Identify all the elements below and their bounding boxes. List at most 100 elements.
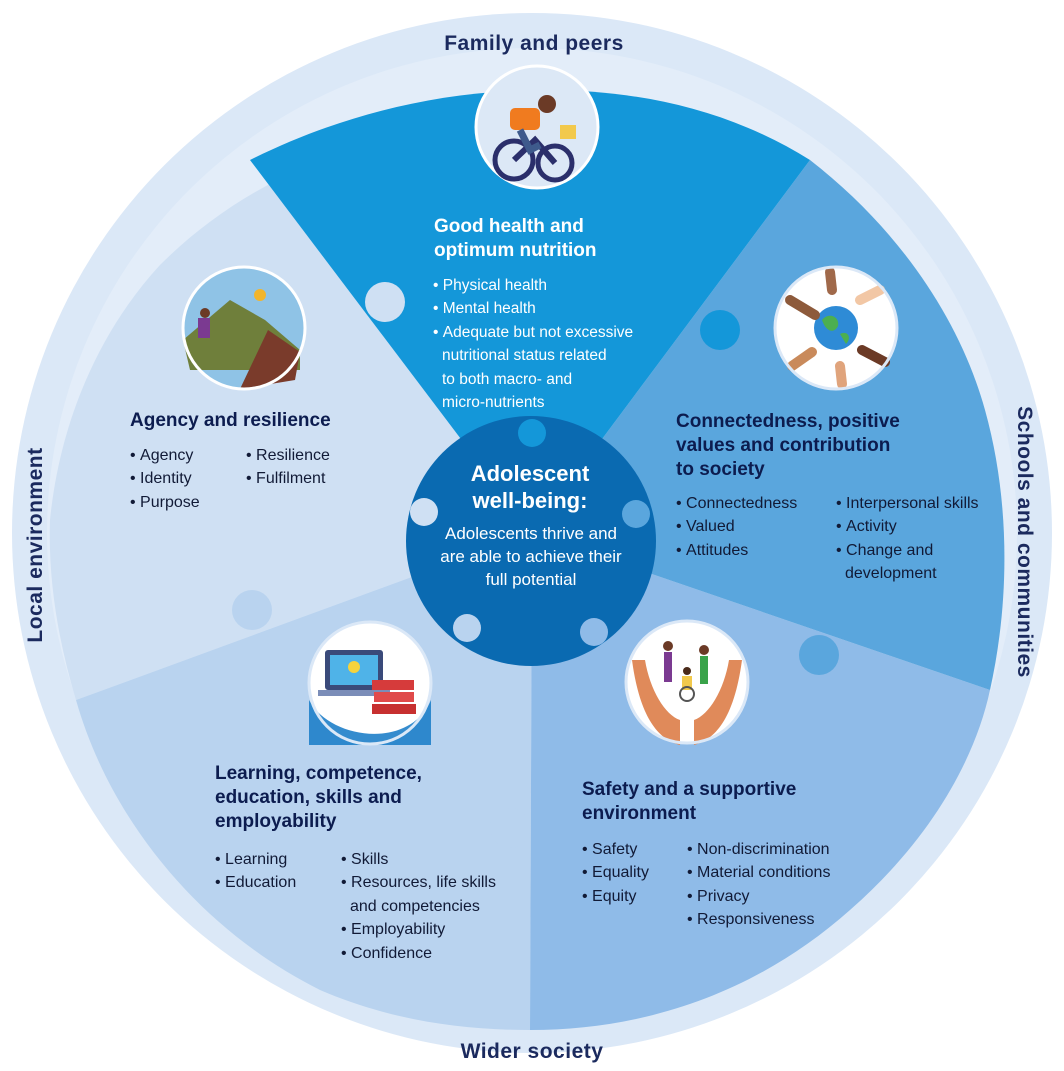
list-item: Adequate but not excessive nutritional st… (433, 321, 633, 415)
safety-title-line1: Safety and a supportive (582, 779, 797, 800)
list-item-text: Purpose (140, 493, 200, 511)
list-item: Employability (341, 918, 496, 941)
health-title-line1: Good health and (434, 216, 584, 237)
list-item: Mental health (433, 297, 633, 320)
list-item: Activity (836, 515, 979, 538)
center-knob (518, 419, 546, 447)
list-item-text: Resilience (256, 447, 330, 464)
list-item-continuation: to both macro- and (442, 370, 573, 388)
mountain-climber-icon (181, 265, 307, 391)
list-item-text: Equity (592, 887, 637, 905)
learning-title-line2: education, skills and (215, 787, 402, 808)
list-item: Privacy (687, 885, 830, 908)
hands-holding-people-icon (624, 619, 750, 745)
cyclist-icon (474, 64, 600, 190)
list-item-text: Confidence (351, 944, 432, 962)
list-item-text: Material conditions (697, 864, 831, 882)
agency-list-col2: ResilienceFulfilment (246, 444, 330, 491)
safety-title: Safety and a supportive environment (582, 778, 796, 826)
list-item-text: Privacy (697, 887, 750, 905)
safety-list-col1: SafetyEqualityEquity (582, 838, 649, 908)
list-item: Identity (130, 467, 200, 490)
puzzle-knob (365, 282, 405, 322)
list-item-text: Equality (592, 864, 649, 882)
center-text: Adolescents thrive and are able to achie… (440, 524, 622, 589)
list-item-text: Connectedness (686, 495, 798, 512)
health-title: Good health and optimum nutrition (434, 215, 597, 263)
center-title: Adolescent well-being: (430, 460, 630, 514)
list-item: Change and development (836, 539, 979, 586)
list-item-continuation: and competencies (350, 897, 480, 915)
center-title-line2: well-being: (472, 488, 588, 513)
list-item: Equity (582, 885, 649, 908)
laptop-books-icon (307, 620, 433, 746)
list-item-text: Identity (140, 470, 192, 488)
ring-label-left: Local environment (24, 447, 47, 642)
list-item: Responsiveness (687, 908, 830, 931)
list-item-text: Attitudes (686, 541, 749, 559)
list-item-text: Learning (225, 851, 288, 868)
list-item-text: Valued (686, 518, 735, 536)
list-item-text: Safety (592, 841, 638, 858)
learning-list-col1: LearningEducation (215, 848, 296, 895)
list-item: Education (215, 871, 296, 894)
center-knob (410, 498, 438, 526)
list-item: Equality (582, 861, 649, 884)
list-item-text: Adequate but not excessive (442, 323, 634, 341)
list-item-text: Education (225, 874, 297, 892)
list-item: Safety (582, 838, 649, 861)
list-item-text: Resources, life skills (351, 874, 496, 892)
list-item: Valued (676, 515, 797, 538)
learning-title: Learning, competence, education, skills … (215, 762, 422, 834)
connectedness-list-col2: Interpersonal skillsActivityChange and de… (836, 492, 979, 586)
center-knob (580, 618, 608, 646)
list-item-continuation: nutritional status related (442, 347, 607, 365)
center-circle (406, 416, 656, 666)
list-item-continuation: development (845, 565, 937, 583)
list-item-text: Interpersonal skills (846, 495, 979, 512)
connectedness-title-line1: Connectedness, positive (676, 411, 900, 432)
list-item: Physical health (433, 274, 633, 297)
puzzle-knob (490, 808, 530, 848)
agency-title: Agency and resilience (130, 410, 331, 431)
connectedness-list-col1: ConnectednessValuedAttitudes (676, 492, 797, 562)
connectedness-title-line2: values and contribution (676, 435, 891, 456)
list-item-text: Mental health (442, 300, 536, 318)
list-item: Skills (341, 848, 496, 871)
safety-list-col2: Non-discriminationMaterial conditionsPri… (687, 838, 830, 932)
center-knob (622, 500, 650, 528)
list-item: Attitudes (676, 539, 797, 562)
agency-list-col1: AgencyIdentityPurpose (130, 444, 200, 514)
list-item-text: Non-discrimination (697, 841, 830, 858)
learning-title-line3: employability (215, 811, 337, 832)
learning-title-line1: Learning, competence, (215, 763, 422, 784)
list-item-text: Responsiveness (697, 911, 815, 929)
list-item-text: Fulfilment (256, 470, 326, 488)
list-item: Material conditions (687, 861, 830, 884)
center-knob (453, 614, 481, 642)
list-item: Fulfilment (246, 467, 330, 490)
list-item: Resources, life skills and competencies (341, 871, 496, 918)
list-item: Purpose (130, 491, 200, 514)
list-item: Connectedness (676, 492, 797, 515)
ring-label-right: Schools and communities (1013, 406, 1036, 678)
ring-label-bottom: Wider society (461, 1040, 604, 1063)
list-item-text: Skills (351, 851, 389, 868)
learning-list-col2: SkillsResources, life skills and competen… (341, 848, 496, 965)
list-item-text: Agency (140, 447, 194, 464)
puzzle-knob (799, 635, 839, 675)
list-item-text: Employability (351, 921, 446, 939)
ring-label-top: Family and peers (444, 32, 624, 55)
center-title-line1: Adolescent (470, 461, 590, 486)
connectedness-title: Connectedness, positive values and contr… (676, 410, 900, 482)
list-item: Learning (215, 848, 296, 871)
health-list: Physical healthMental healthAdequate but… (433, 274, 633, 414)
list-item-text: Change and (846, 541, 934, 559)
list-item-continuation: micro-nutrients (442, 394, 545, 412)
list-item: Resilience (246, 444, 330, 467)
joined-hands-globe-icon (773, 265, 899, 391)
list-item: Non-discrimination (687, 838, 830, 861)
list-item-text: Activity (846, 518, 897, 536)
connectedness-title-line3: to society (676, 459, 765, 480)
